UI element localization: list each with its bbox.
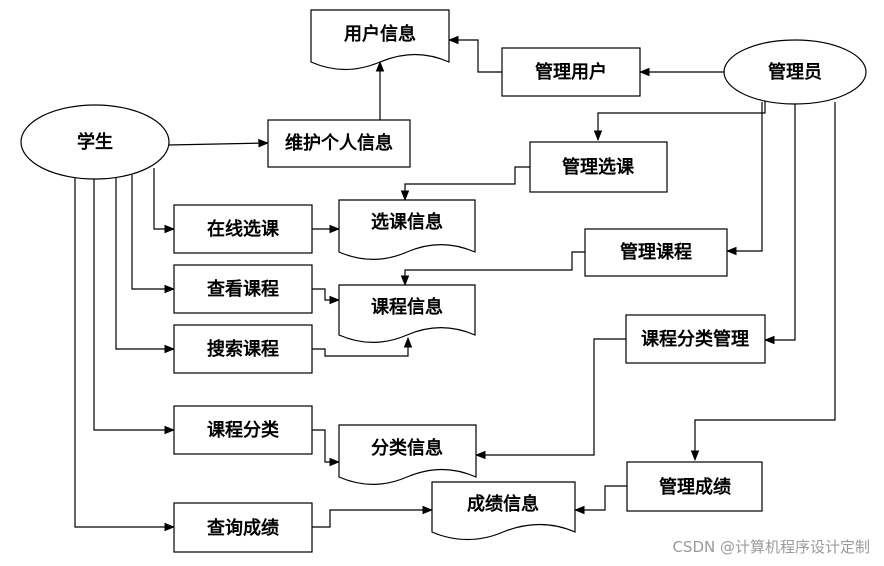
- grade-info-label: 成绩信息: [467, 493, 539, 515]
- manage-selection-box: [529, 141, 668, 193]
- connector-manage-selection-to-selection-info: [400, 166, 530, 202]
- connector-manage-user-to-user-info: [447, 35, 502, 73]
- process-manage-user: 管理用户: [501, 47, 641, 97]
- admin-ellipse: [723, 39, 867, 105]
- online-select-label: 在线选课: [207, 218, 280, 240]
- process-course-category: 课程分类: [173, 405, 313, 455]
- maintain-info-box: [267, 119, 411, 168]
- view-course-box: [173, 264, 313, 314]
- maintain-info-label: 维护个人信息: [285, 132, 393, 154]
- search-course-box: [173, 324, 313, 374]
- search-course-label: 搜索课程: [207, 338, 279, 360]
- view-course-label: 查看课程: [207, 278, 279, 300]
- connector-student-to-online-select: [153, 168, 176, 234]
- grade-info-doc: [431, 481, 576, 541]
- connector-category-manage-to-category-info: [474, 338, 626, 460]
- student-ellipse: [20, 104, 170, 180]
- connector-student-to-query-grade: [74, 172, 176, 532]
- process-manage-selection: 管理选课: [529, 141, 668, 193]
- actor-student: 学生: [20, 104, 170, 180]
- user-info-label: 用户信息: [344, 23, 416, 45]
- selection-info-doc: [338, 199, 476, 261]
- category-manage-box: [625, 314, 766, 364]
- datastore-course-info: 课程信息: [338, 284, 476, 344]
- process-category-manage: 课程分类管理: [625, 314, 766, 364]
- admin-label: 管理员: [768, 61, 822, 83]
- connector-manage-grade-to-grade-info: [573, 485, 627, 515]
- manage-grade-label: 管理成绩: [659, 476, 731, 498]
- process-search-course: 搜索课程: [173, 324, 313, 374]
- process-online-select: 在线选课: [173, 204, 313, 254]
- connector-admin-to-manage-selection: [593, 98, 766, 142]
- connector-admin-to-category-manage: [763, 104, 796, 345]
- online-select-box: [173, 204, 313, 254]
- datastore-selection-info: 选课信息: [338, 199, 476, 261]
- watermark-text: CSDN @计算机程序设计定制: [672, 538, 870, 556]
- process-manage-course: 管理课程: [584, 228, 728, 277]
- process-query-grade: 查询成绩: [173, 502, 313, 553]
- process-manage-grade: 管理成绩: [626, 461, 763, 512]
- manage-course-label: 管理课程: [620, 241, 692, 263]
- student-label: 学生: [77, 131, 113, 153]
- course-info-label: 课程信息: [371, 296, 443, 318]
- user-info-doc: [310, 9, 450, 71]
- connector-query-grade-to-grade-info: [312, 505, 434, 528]
- actor-admin: 管理员: [723, 39, 867, 105]
- category-manage-label: 课程分类管理: [641, 328, 749, 350]
- manage-course-box: [584, 228, 728, 277]
- connector-student-to-course-category: [93, 178, 176, 435]
- connector-student-to-maintain-info: [167, 138, 270, 148]
- query-grade-label: 查询成绩: [207, 517, 279, 539]
- datastore-grade-info: 成绩信息: [431, 481, 576, 541]
- connector-view-course-to-course-info: [312, 288, 341, 305]
- process-view-course: 查看课程: [173, 264, 313, 314]
- connector-search-course-to-course-info: [312, 336, 413, 357]
- connector-student-to-view-course: [131, 175, 176, 294]
- manage-grade-box: [626, 461, 763, 512]
- course-info-doc: [338, 284, 476, 344]
- course-category-label: 课程分类: [207, 419, 280, 441]
- course-category-box: [173, 405, 313, 455]
- category-info-label: 分类信息: [371, 437, 443, 459]
- manage-user-box: [501, 47, 641, 97]
- manage-user-label: 管理用户: [535, 61, 607, 83]
- connector-student-to-search-course: [115, 178, 176, 354]
- datastore-user-info: 用户信息: [310, 9, 450, 71]
- datastore-category-info: 分类信息: [338, 424, 477, 486]
- connector-manage-course-to-course-info: [400, 251, 585, 287]
- selection-info-label: 选课信息: [371, 211, 443, 233]
- connectors: [74, 35, 836, 532]
- connector-admin-to-manage-course: [725, 102, 763, 256]
- manage-selection-label: 管理选课: [562, 156, 635, 178]
- process-maintain-info: 维护个人信息: [267, 119, 411, 168]
- connector-course-category-to-category-info: [312, 429, 341, 467]
- query-grade-box: [173, 502, 313, 553]
- category-info-doc: [338, 424, 477, 486]
- connector-admin-to-manage-grade: [690, 102, 836, 462]
